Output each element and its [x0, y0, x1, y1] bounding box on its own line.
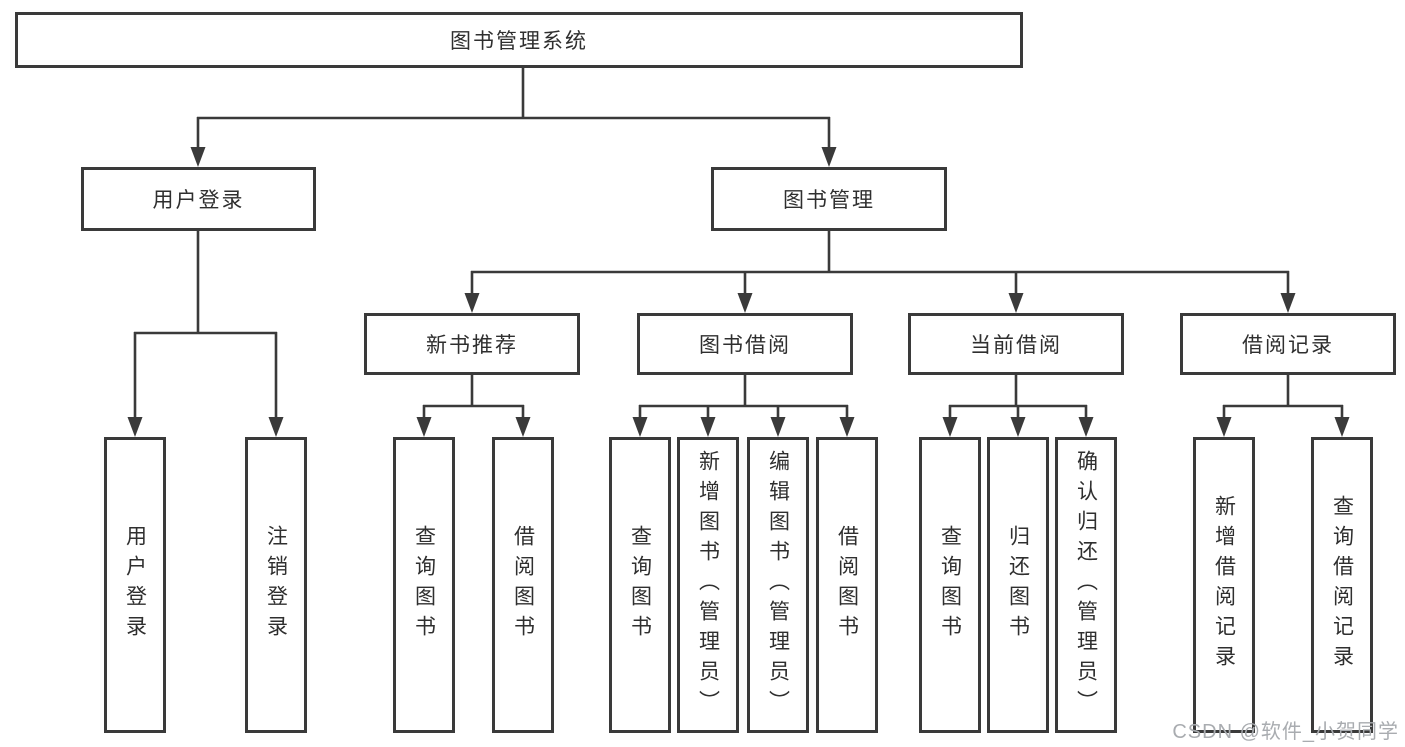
node-label: 查询图书 [412, 525, 436, 645]
node-label: 查询借阅记录 [1330, 495, 1354, 675]
node-label: 当前借阅 [970, 334, 1062, 357]
node-label: 编辑图书（管理员） [766, 450, 790, 720]
leaf-add-borrow-record: 新增借阅记录 [1193, 437, 1255, 733]
node-label: 借阅图书 [511, 525, 535, 645]
node-label: 归还图书 [1006, 525, 1030, 645]
node-label: 用户登录 [152, 189, 245, 212]
node-label: 新增图书（管理员） [696, 450, 720, 720]
node-label: 图书管理系统 [450, 30, 588, 53]
node-new-book-recommend: 新书推荐 [364, 313, 580, 375]
leaf-user-login: 用户登录 [104, 437, 166, 733]
leaf-edit-books-admin: 编辑图书（管理员） [747, 437, 809, 733]
leaf-query-books-recommend: 查询图书 [393, 437, 455, 733]
leaf-query-books-borrow: 查询图书 [609, 437, 671, 733]
node-book-management: 图书管理 [711, 167, 947, 231]
leaf-confirm-return-admin: 确认归还（管理员） [1055, 437, 1117, 733]
node-label: 图书借阅 [699, 334, 791, 357]
node-current-borrow: 当前借阅 [908, 313, 1124, 375]
node-label: 查询图书 [938, 525, 962, 645]
node-book-borrow: 图书借阅 [637, 313, 853, 375]
node-label: 用户登录 [123, 525, 147, 645]
node-label: 新增借阅记录 [1212, 495, 1236, 675]
node-label: 借阅图书 [835, 525, 859, 645]
node-label: 借阅记录 [1242, 334, 1334, 357]
leaf-borrow-books-recommend: 借阅图书 [492, 437, 554, 733]
leaf-logout: 注销登录 [245, 437, 307, 733]
leaf-query-borrow-record: 查询借阅记录 [1311, 437, 1373, 733]
leaf-query-books-current: 查询图书 [919, 437, 981, 733]
node-label: 确认归还（管理员） [1074, 450, 1098, 720]
node-label: 查询图书 [628, 525, 652, 645]
leaf-borrow-books: 借阅图书 [816, 437, 878, 733]
node-user-login: 用户登录 [81, 167, 316, 231]
node-borrow-records: 借阅记录 [1180, 313, 1396, 375]
watermark: CSDN @软件_小贺同学 [1172, 721, 1399, 743]
node-label: 图书管理 [783, 189, 875, 212]
node-label: 新书推荐 [426, 334, 518, 357]
leaf-return-books: 归还图书 [987, 437, 1049, 733]
node-label: 注销登录 [264, 525, 288, 645]
node-library-management-system: 图书管理系统 [15, 12, 1023, 68]
leaf-add-books-admin: 新增图书（管理员） [677, 437, 739, 733]
